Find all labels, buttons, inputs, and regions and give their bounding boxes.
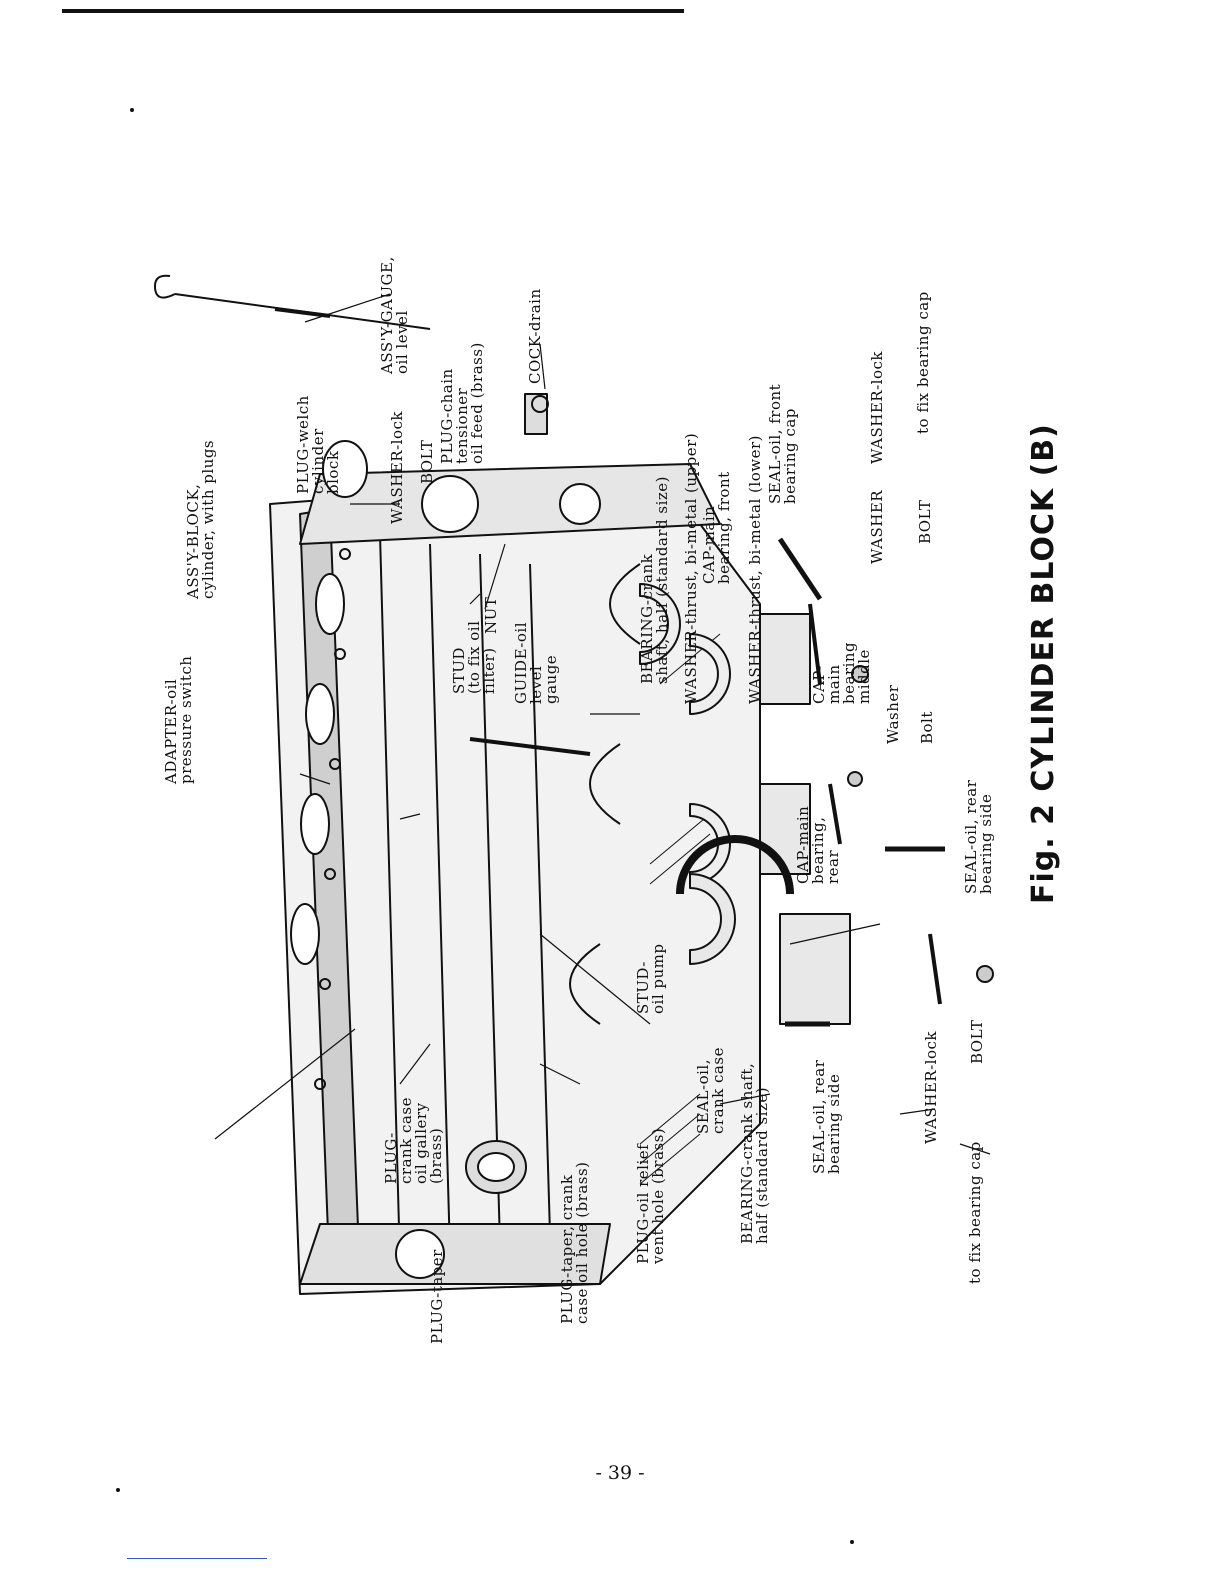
label-plug-welch: PLUG-welch cylinder block xyxy=(294,395,342,494)
label-fix-cap-bottom: to fix bearing cap xyxy=(966,1141,984,1284)
label-adapter: ADAPTER-oil pressure switch xyxy=(162,655,195,784)
label-fix-cap-top: to fix bearing cap xyxy=(914,291,932,434)
label-block-assembly: ASS'Y-BLOCK, cylinder, with plugs xyxy=(184,439,217,599)
label-bearing-lower: BEARING-crank shaft, half (standard size… xyxy=(738,1062,771,1244)
oil-level-guide xyxy=(469,737,591,756)
label-bolt-small: Bolt xyxy=(918,711,936,744)
label-washer-thrust-lower: WASHER-thrust, bi-metal (lower) xyxy=(746,435,764,704)
label-plug-oil-gallery: PLUG- crank case oil gallery (brass) xyxy=(382,1097,445,1184)
label-seal-crank-case: SEAL-oil, crank case xyxy=(694,1047,727,1134)
label-seal-rear-cap: SEAL-oil, rear bearing side xyxy=(962,779,995,894)
label-oil-level-gauge: ASS'Y-GAUGE, oil level xyxy=(378,256,411,374)
oil-gauge-dipstick xyxy=(154,274,431,330)
label-bolt-top: BOLT xyxy=(916,499,934,544)
label-seal-front: SEAL-oil, front bearing cap xyxy=(766,383,799,504)
welch-plug-drawing xyxy=(322,440,368,498)
scan-speck xyxy=(116,1488,120,1492)
top-rule xyxy=(62,9,684,13)
label-washer-top: WASHER xyxy=(868,489,886,564)
label-guide: GUIDE-oil level gauge xyxy=(512,622,560,704)
label-stud-oil-pump: STUD- oil pump xyxy=(634,943,667,1014)
label-seal-rear-side: SEAL-oil, rear bearing side xyxy=(810,1059,843,1174)
scan-speck xyxy=(130,108,134,112)
page-number: - 39 - xyxy=(595,1462,645,1484)
bottom-rule xyxy=(127,1558,267,1559)
bolt-heads xyxy=(847,665,994,983)
label-washer-small: Washer xyxy=(884,684,902,744)
label-washer-lock-bottom: WASHER-lock xyxy=(922,1031,940,1144)
label-washer-lock-mid: WASHER-lock xyxy=(388,411,406,524)
label-plug-taper-case: PLUG-taper, crank case oil hole (brass) xyxy=(558,1161,591,1324)
label-washer-lock-top: WASHER-lock xyxy=(868,351,886,464)
label-plug-chain-tensioner: PLUG-chain tensioner oil feed (brass) xyxy=(438,342,486,464)
label-bolt-mid: BOLT xyxy=(418,439,436,484)
cap-bolts xyxy=(808,603,942,1005)
label-cap-rear: CAP-main bearing, rear xyxy=(794,805,842,884)
cylinder-block-body xyxy=(269,463,761,1295)
scan-speck xyxy=(850,1540,854,1544)
oil-seal-strips xyxy=(777,537,945,1027)
drain-cock xyxy=(524,393,549,435)
label-plug-taper: PLUG-taper xyxy=(428,1249,446,1344)
label-cap-middle: CAP- main bearing middle xyxy=(810,641,873,704)
label-washer-thrust-upper: WASHER-thrust, bi-metal (upper) xyxy=(682,432,700,704)
leader-lines xyxy=(214,293,991,1155)
figure-title: Fig. 2 CYLINDER BLOCK (B) xyxy=(1026,423,1061,904)
taper-plug-drawing xyxy=(465,1140,527,1194)
label-nut: NUT xyxy=(482,596,500,634)
label-drain-cock: COCK-drain xyxy=(526,288,544,384)
rear-seal-ring xyxy=(676,835,794,895)
label-cap-front: CAP-main bearing, front xyxy=(700,471,733,584)
label-plug-oil-relief: PLUG-oil relief vent hole (brass) xyxy=(634,1127,667,1264)
label-bolt-bottom: BOLT xyxy=(968,1019,986,1064)
bearing-halves-upper xyxy=(639,583,731,885)
label-bearing-upper: BEARING-crank shaft, half (standard size… xyxy=(638,475,671,684)
